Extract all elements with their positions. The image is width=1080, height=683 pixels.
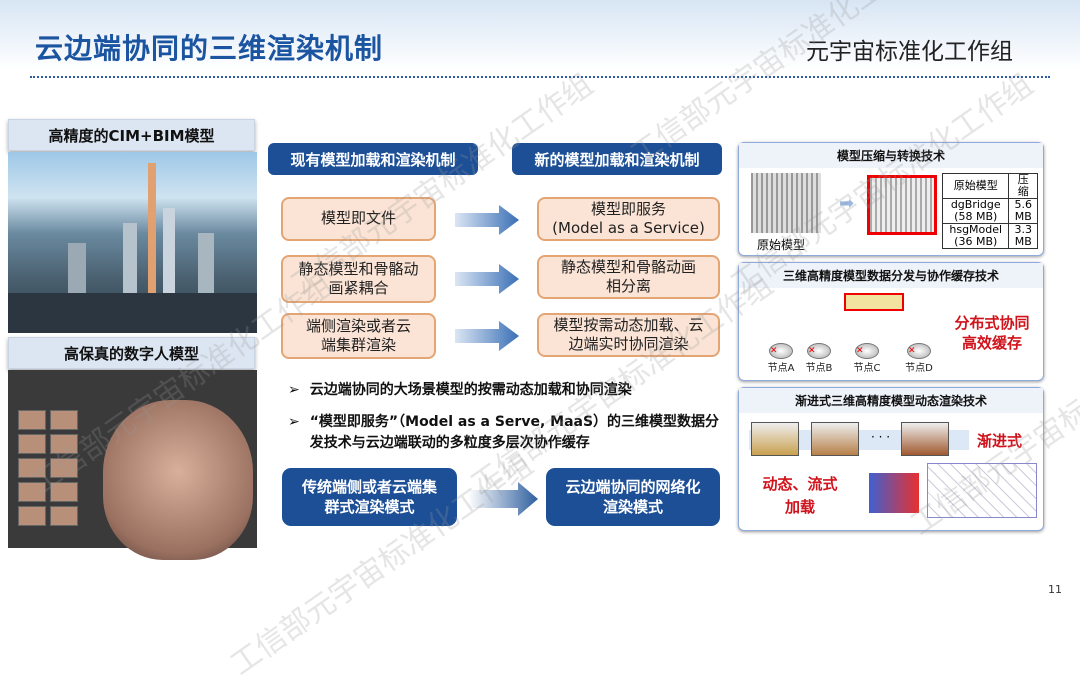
title-divider bbox=[30, 76, 1050, 78]
organization-name: 元宇宙标准化工作组 bbox=[806, 39, 1013, 65]
bullet-item-1: ➢云边端协同的大场景模型的按需动态加载和协同渲染 bbox=[288, 382, 632, 398]
old-item-1: 模型即文件 bbox=[281, 197, 436, 241]
node-b: ✕节点B bbox=[789, 343, 849, 374]
model-blocks-image bbox=[844, 293, 904, 311]
bullet-item-2: ➢“模型即服务”（Model as a Serve, MaaS）的三维模型数据分… bbox=[288, 414, 720, 451]
arrow-right-icon bbox=[455, 321, 519, 351]
progressive-panel: 渐进式三维高精度模型动态渲染技术 · · · 渐进式 动态、流式 加载 bbox=[738, 387, 1044, 531]
render-stage-3 bbox=[901, 422, 949, 456]
traditional-rendering-box: 传统端侧或者云端集群式渲染模式 bbox=[282, 468, 457, 526]
page-number: 11 bbox=[1048, 583, 1062, 596]
city-model-image bbox=[8, 152, 257, 333]
distribution-title: 三维高精度模型数据分发与协作缓存技术 bbox=[739, 263, 1043, 288]
original-model-label: 原始模型 bbox=[757, 238, 806, 252]
slide-title: 云边端协同的三维渲染机制 bbox=[35, 32, 384, 65]
networked-rendering-box: 云边端协同的网络化渲染模式 bbox=[546, 468, 720, 526]
render-stage-1 bbox=[751, 422, 799, 456]
progressive-title: 渐进式三维高精度模型动态渲染技术 bbox=[739, 388, 1043, 413]
distribution-panel: 三维高精度模型数据分发与协作缓存技术 ✕节点A ✕节点B ✕节点C ✕节点D 分… bbox=[738, 262, 1044, 381]
render-stage-2 bbox=[811, 422, 859, 456]
compression-table: 原始模型压缩 dgBridge (58 MB)5.6 MB hsgModel (… bbox=[941, 173, 1038, 249]
cim-model-heading: 高精度的CIM+BIM模型 bbox=[8, 119, 255, 151]
node-a: ✕节点A bbox=[751, 343, 811, 374]
old-item-3: 端侧渲染或者云端集群渲染 bbox=[281, 313, 436, 359]
scene-grid-image bbox=[927, 463, 1037, 518]
distributed-cache-label: 分布式协同 高效缓存 bbox=[954, 314, 1030, 353]
new-item-3: 模型按需动态加载、云边端实时协同渲染 bbox=[537, 313, 720, 357]
ellipsis: · · · bbox=[871, 430, 891, 444]
arrow-right-icon bbox=[455, 205, 519, 235]
digital-human-image bbox=[8, 370, 257, 560]
node-d: ✕节点D bbox=[889, 343, 949, 374]
progressive-label: 渐进式 bbox=[977, 432, 1023, 450]
new-item-1: 模型即服务 (Model as a Service) bbox=[537, 197, 720, 241]
digital-human-heading: 高保真的数字人模型 bbox=[8, 337, 255, 369]
arrow-right-icon bbox=[468, 482, 538, 516]
original-model-image bbox=[751, 173, 821, 233]
dynamic-streaming-label: 动态、流式 加载 bbox=[762, 475, 838, 516]
frustum-image bbox=[869, 473, 919, 513]
compression-panel: 模型压缩与转换技术 原始模型 ➡ 原始模型压缩 dgBridge (58 MB)… bbox=[738, 142, 1044, 256]
arrow-right-icon: ➡ bbox=[839, 193, 855, 214]
header-background bbox=[0, 0, 1080, 70]
arrow-right-icon bbox=[455, 264, 519, 294]
new-mechanism-header: 新的模型加载和渲染机制 bbox=[512, 143, 722, 175]
new-item-2: 静态模型和骨骼动画相分离 bbox=[537, 255, 720, 299]
compressed-model-image bbox=[867, 175, 937, 235]
old-item-2: 静态模型和骨骼动画紧耦合 bbox=[281, 255, 436, 303]
existing-mechanism-header: 现有模型加载和渲染机制 bbox=[268, 143, 478, 175]
compression-title: 模型压缩与转换技术 bbox=[739, 143, 1043, 168]
node-c: ✕节点C bbox=[837, 343, 897, 374]
